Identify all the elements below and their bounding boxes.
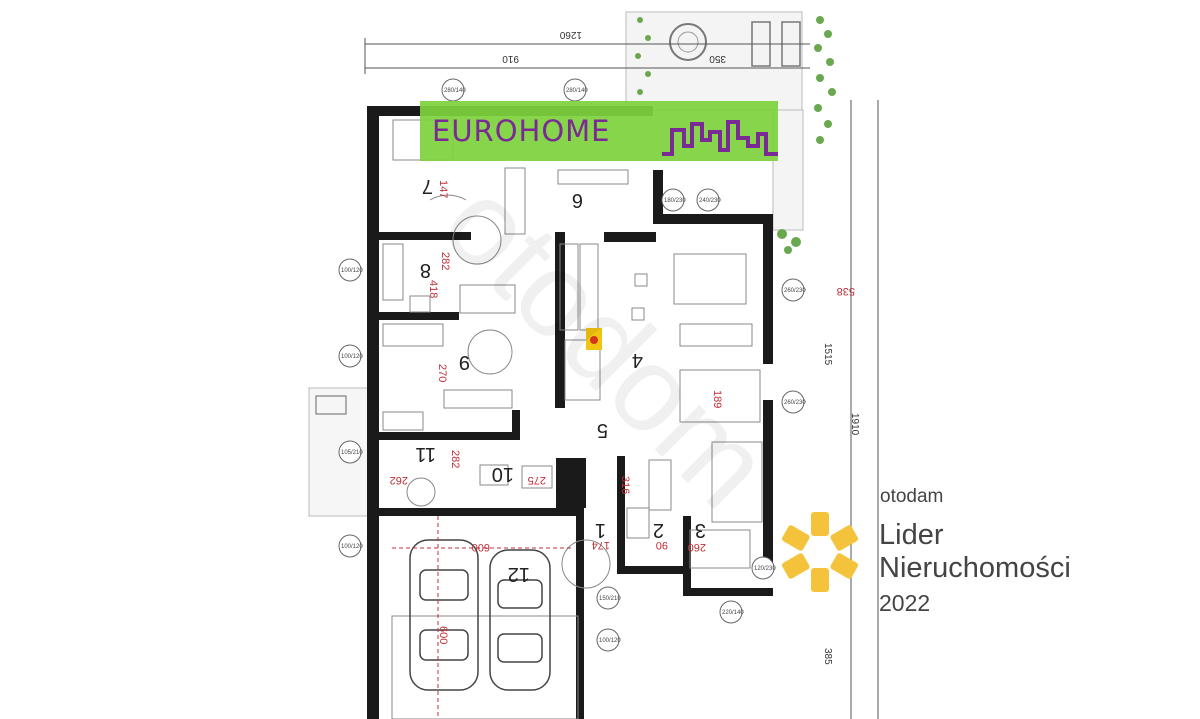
terrace-table: [669, 23, 707, 61]
svg-text:150/210: 150/210: [599, 596, 621, 602]
svg-text:240/230: 240/230: [699, 198, 721, 204]
dim-right-bottom: 385: [822, 648, 833, 665]
badge-line1: Lider: [879, 519, 944, 551]
dim-bath-width: 282: [439, 252, 451, 270]
dim-garage-w: 600: [472, 541, 490, 553]
svg-text:120/230: 120/230: [754, 566, 776, 572]
plants-decoration: [635, 16, 836, 254]
room-number-8: 8: [420, 259, 431, 281]
window-badges: 280/140 280/140 180/230 240/230 100/120 …: [338, 78, 806, 652]
room-number-4: 4: [632, 349, 643, 371]
badge-line2: Nieruchomości: [879, 552, 1071, 584]
eurohome-logo-text: EUROHOME: [432, 114, 611, 148]
dim-hall: 174: [592, 539, 610, 551]
dim-top-inner: 910: [502, 53, 519, 64]
room-number-12: 12: [508, 563, 530, 585]
lider-star-icon: [781, 512, 859, 592]
room-number-2: 2: [653, 519, 664, 541]
room-number-11: 11: [415, 443, 436, 465]
svg-text:280/140: 280/140: [444, 88, 466, 94]
watermark: otodom: [418, 155, 796, 533]
room-number-10: 10: [492, 463, 514, 485]
svg-text:100/120: 100/120: [341, 544, 363, 550]
dim-room10: 275: [528, 474, 546, 486]
svg-text:100/120: 100/120: [341, 354, 363, 360]
dim-right-inner: 1515: [822, 343, 833, 366]
otodam-brand: otodam: [880, 486, 944, 507]
dim-dining: 189: [711, 390, 723, 408]
svg-text:100/120: 100/120: [599, 638, 621, 644]
svg-text:260/230: 260/230: [784, 400, 806, 406]
badge-year: 2022: [879, 590, 931, 616]
room-number-7: 7: [422, 175, 433, 197]
dim-right-outer: 1910: [849, 413, 860, 436]
car-right: [489, 549, 551, 691]
dim-bath: 418: [427, 280, 439, 298]
dim-room11-w: 262: [390, 474, 408, 486]
dim-room7: 147: [437, 180, 449, 198]
interior-lines: [382, 119, 763, 719]
dim-top-total: 1260: [559, 29, 582, 40]
dim-room3: 260: [688, 541, 706, 553]
dim-room11-h: 282: [449, 450, 461, 468]
terrace: [625, 11, 803, 111]
dim-room6: 270: [436, 364, 448, 382]
dim-garage-h: 600: [437, 626, 449, 644]
svg-text:280/140: 280/140: [566, 88, 588, 94]
skyline-logo-icon: [662, 120, 778, 156]
room-number-3: 3: [695, 519, 706, 541]
svg-text:100/120: 100/120: [341, 268, 363, 274]
room-number-5: 5: [597, 419, 608, 441]
car-left: [409, 539, 479, 691]
room-number-1: 1: [595, 519, 606, 541]
svg-text:220/140: 220/140: [722, 610, 744, 616]
svg-text:180/230: 180/230: [664, 198, 686, 204]
svg-text:105/210: 105/210: [341, 450, 363, 456]
svg-text:260/230: 260/230: [784, 288, 806, 294]
dim-room2: 90: [656, 539, 668, 551]
dim-pantry: 316: [619, 476, 631, 494]
room-number-9: 9: [459, 351, 470, 373]
dim-terrace: 350: [709, 53, 726, 64]
dim-living: 538: [837, 285, 855, 297]
room-number-6: 6: [572, 189, 583, 211]
